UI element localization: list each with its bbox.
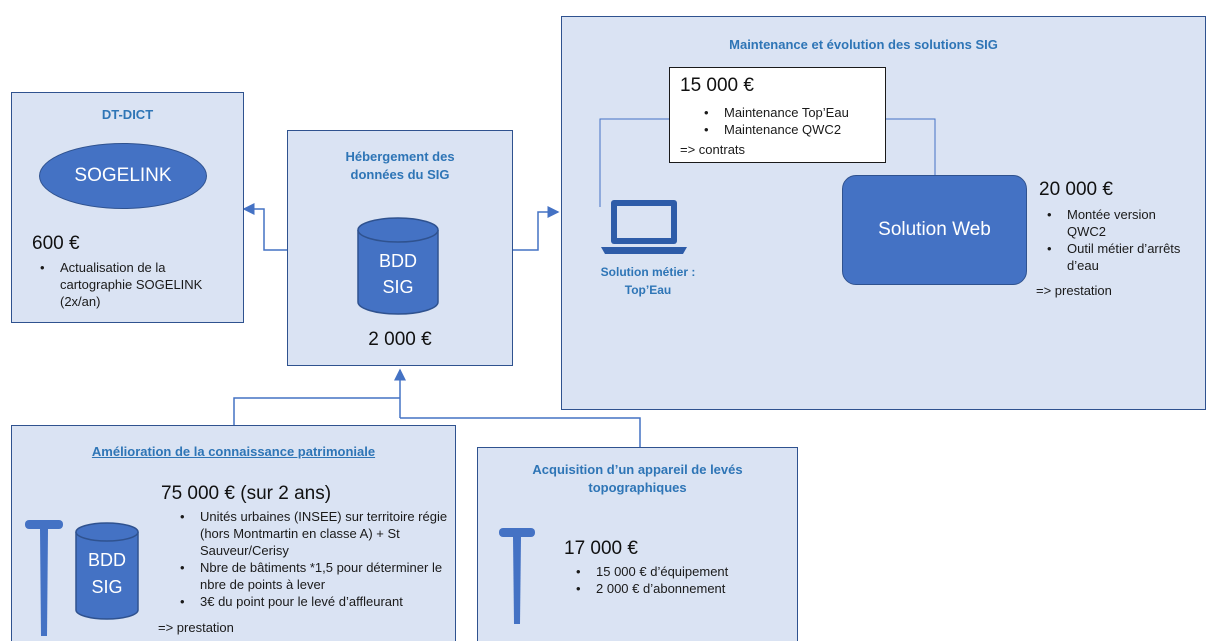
solution-web-box: Solution Web <box>842 175 1027 285</box>
dtdict-panel: DT-DICT SOGELINK 600 € Actualisation de … <box>11 92 244 323</box>
database-label-line2: SIG <box>382 277 414 297</box>
dtdict-amount: 600 € <box>32 233 80 254</box>
database-icon <box>357 217 439 315</box>
acquisition-title: Acquisition d’un appareil de levés topog… <box>532 462 743 495</box>
amelioration-panel: Amélioration de la connaissance patrimon… <box>11 425 456 641</box>
amelioration-amount: 75 000 € (sur 2 ans) <box>161 483 332 504</box>
dtdict-bullet: Actualisation de la cartographie SOGELIN… <box>40 259 235 310</box>
hebergement-title: Hébergement des données du SIG <box>345 149 455 182</box>
contract-box: 15 000 € Maintenance Top’Eau Maintenance… <box>669 67 886 163</box>
arrow-amelioration-to-hebergement <box>233 397 400 425</box>
acquisition-panel: Acquisition d’un appareil de levés topog… <box>477 447 798 641</box>
contract-bullet-list: Maintenance Top’Eau Maintenance QWC2 <box>700 104 904 138</box>
database-label-line1: BDD <box>378 251 417 271</box>
hebergement-amount: 2 000 € <box>368 329 432 350</box>
sogelink-label: SOGELINK <box>74 165 172 186</box>
amelioration-db-label-line2: SIG <box>91 577 123 597</box>
contract-note: => contrats <box>680 142 746 157</box>
survey-pole-icon <box>499 528 535 624</box>
sogelink-ellipse: SOGELINK <box>39 143 207 209</box>
acquisition-amount: 17 000 € <box>564 538 638 559</box>
web-bullet: Montée version QWC2 <box>1047 206 1187 240</box>
web-bullet: Outil métier d’arrêts d’eau <box>1047 240 1187 274</box>
arrow-hebergement-to-dtdict <box>242 203 287 251</box>
maintenance-title: Maintenance et évolution des solutions S… <box>729 37 998 52</box>
arrow-acquisition-to-hebergement <box>400 417 641 447</box>
contract-amount: 15 000 € <box>680 75 754 96</box>
amelioration-bullet: 3€ du point pour le levé d’affleurant <box>180 593 465 610</box>
acquisition-bullet: 15 000 € d’équipement <box>576 563 806 580</box>
solution-web-label: Solution Web <box>878 219 991 240</box>
dtdict-bullet-list: Actualisation de la cartographie SOGELIN… <box>36 259 235 310</box>
maintenance-panel: Maintenance et évolution des solutions S… <box>561 16 1206 410</box>
hebergement-panel: Hébergement des données du SIG BDD SIG 2… <box>287 130 513 366</box>
amelioration-db-label-line1: BDD <box>87 550 126 570</box>
amelioration-title: Amélioration de la connaissance patrimon… <box>91 444 376 459</box>
web-amount: 20 000 € <box>1039 179 1113 200</box>
arrow-hebergement-to-maintenance <box>513 206 560 251</box>
web-bullet-list: Montée version QWC2 Outil métier d’arrêt… <box>1043 206 1187 274</box>
amelioration-bullet: Unités urbaines (INSEE) sur territoire r… <box>180 508 465 559</box>
laptop-icon <box>601 200 687 254</box>
laptop-caption: Solution métier : Top’Eau <box>600 265 696 297</box>
contract-bullet: Maintenance Top’Eau <box>704 104 904 121</box>
acquisition-bullet: 2 000 € d’abonnement <box>576 580 806 597</box>
amelioration-bullet: Nbre de bâtiments *1,5 pour déterminer l… <box>180 559 465 593</box>
amelioration-db-cylinder: BDD SIG <box>74 521 140 621</box>
acquisition-bullet-list: 15 000 € d’équipement 2 000 € d’abonneme… <box>572 563 806 597</box>
database-icon <box>75 522 139 620</box>
web-note: => prestation <box>1036 283 1112 298</box>
amelioration-note: => prestation <box>158 620 234 635</box>
survey-pole-icon <box>25 520 63 636</box>
contract-bullet: Maintenance QWC2 <box>704 121 904 138</box>
amelioration-bullet-list: Unités urbaines (INSEE) sur territoire r… <box>176 508 465 610</box>
dtdict-title: DT-DICT <box>101 107 154 122</box>
bdd-sig-cylinder: BDD SIG <box>356 216 440 316</box>
